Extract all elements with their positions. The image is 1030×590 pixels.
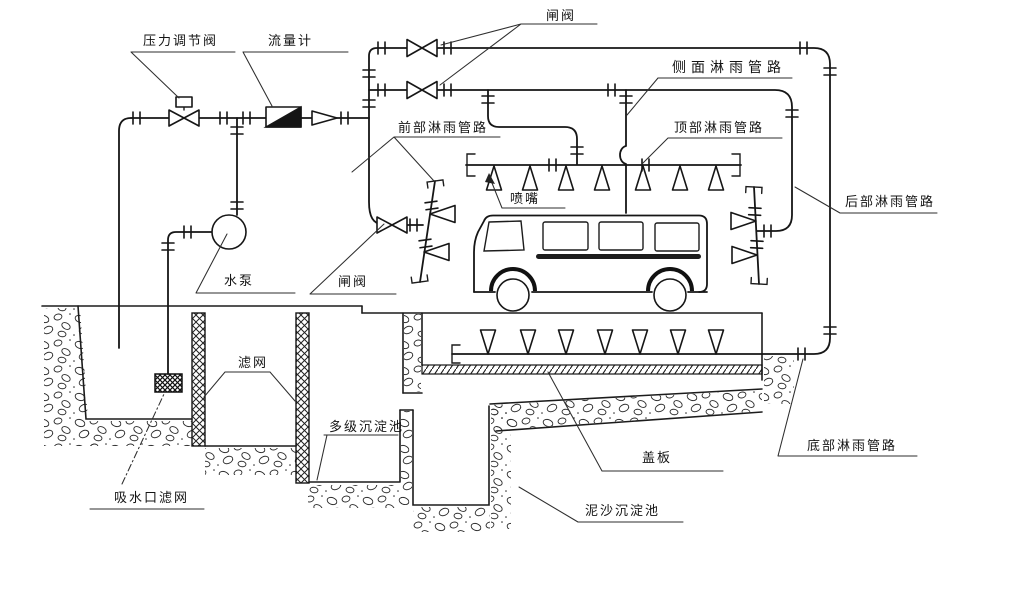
suction-inlet-filter-box — [154, 373, 183, 393]
svg-text:流量计: 流量计 — [268, 34, 313, 49]
bottom-spray-bar — [451, 329, 725, 364]
svg-text:闸阀: 闸阀 — [338, 275, 368, 290]
filter-screen-columns — [191, 312, 310, 484]
label-bottom-spray-pipe: 底部淋雨管路 — [777, 358, 918, 457]
svg-text:滤网: 滤网 — [238, 356, 268, 371]
label-pressure-regulating-valve: 压力调节阀 — [130, 34, 236, 99]
label-multi-stage-sedimentation-pool: 多级沉淀池 — [316, 419, 404, 481]
bus-windshield — [483, 220, 525, 252]
label-sediment-pool: 泥沙沉淀池 — [518, 486, 684, 523]
bus-wheel-arch — [489, 267, 537, 292]
gravel-texture — [44, 308, 794, 532]
top-spray-bar — [465, 153, 742, 191]
label-rear-spray-pipe: 后部淋雨管路 — [794, 186, 938, 214]
svg-text:盖板: 盖板 — [642, 451, 672, 466]
svg-text:闸阀: 闸阀 — [546, 9, 576, 24]
svg-text:泥沙沉淀池: 泥沙沉淀池 — [585, 504, 660, 519]
label-gate-valve-top: 闸阀 — [439, 9, 598, 86]
gate-valve-branch-middle — [406, 80, 438, 100]
bus-wheel — [653, 278, 687, 312]
rear-spray-bar — [730, 185, 769, 286]
svg-text:喷嘴: 喷嘴 — [510, 192, 540, 207]
bus-wheel-arch — [646, 267, 694, 292]
svg-text:前部淋雨管路: 前部淋雨管路 — [398, 120, 488, 136]
bus-window — [598, 221, 644, 251]
svg-text:水泵: 水泵 — [224, 274, 254, 289]
branch-middle-and-rear — [368, 89, 793, 232]
supply-line — [118, 117, 370, 375]
reducer-symbol — [311, 110, 338, 126]
svg-text:底部淋雨管路: 底部淋雨管路 — [807, 438, 897, 454]
label-nozzle: 喷嘴 — [485, 173, 566, 209]
top-bar-feed-pipe — [487, 89, 578, 165]
label-suction-inlet-filter: 吸水口滤网 — [89, 393, 205, 510]
flow-meter-symbol — [263, 105, 302, 128]
svg-text:后部淋雨管路: 后部淋雨管路 — [845, 194, 935, 210]
label-flow-meter: 流量计 — [242, 34, 349, 107]
gate-valve-branch-top — [406, 38, 438, 58]
label-water-pump: 水泵 — [195, 233, 296, 294]
svg-text:顶部淋雨管路: 顶部淋雨管路 — [674, 120, 764, 136]
svg-text:压力调节阀: 压力调节阀 — [143, 34, 218, 49]
side-spray-pipe-line — [619, 89, 627, 214]
front-spray-bar — [410, 179, 456, 284]
svg-text:吸水口滤网: 吸水口滤网 — [114, 491, 189, 506]
water-pump-symbol — [211, 214, 247, 250]
svg-text:多级沉淀池: 多级沉淀池 — [329, 419, 404, 435]
bus — [473, 214, 708, 312]
gate-valve-front-feed — [376, 216, 408, 234]
label-gate-valve-left: 闸阀 — [309, 223, 397, 295]
branch-top-and-bottom — [368, 47, 831, 355]
pit-outlines — [41, 305, 763, 506]
svg-text:侧面淋雨管路: 侧面淋雨管路 — [672, 60, 786, 76]
label-filter-screen: 滤网 — [203, 356, 296, 402]
label-front-spray-pipe: 前部淋雨管路 — [351, 120, 501, 182]
bus-wheel — [496, 278, 530, 312]
pipework — [118, 47, 831, 375]
cover-plate-strip — [421, 364, 763, 375]
label-cover-plate: 盖板 — [547, 371, 724, 472]
pressure-regulating-valve-symbol — [168, 96, 200, 127]
label-side-spray-pipe: 侧面淋雨管路 — [626, 60, 793, 116]
label-top-spray-pipe: 顶部淋雨管路 — [641, 120, 783, 165]
labels: 压力调节阀 流量计 闸阀 前部淋雨管路 侧面淋雨管路 顶部淋雨管路 喷嘴 — [89, 9, 938, 523]
ground-cross-section — [41, 305, 794, 532]
bus-window — [654, 222, 700, 252]
bus-window — [542, 221, 589, 251]
bus-side-stripe — [536, 254, 701, 259]
nozzle-arrowhead — [485, 173, 495, 184]
